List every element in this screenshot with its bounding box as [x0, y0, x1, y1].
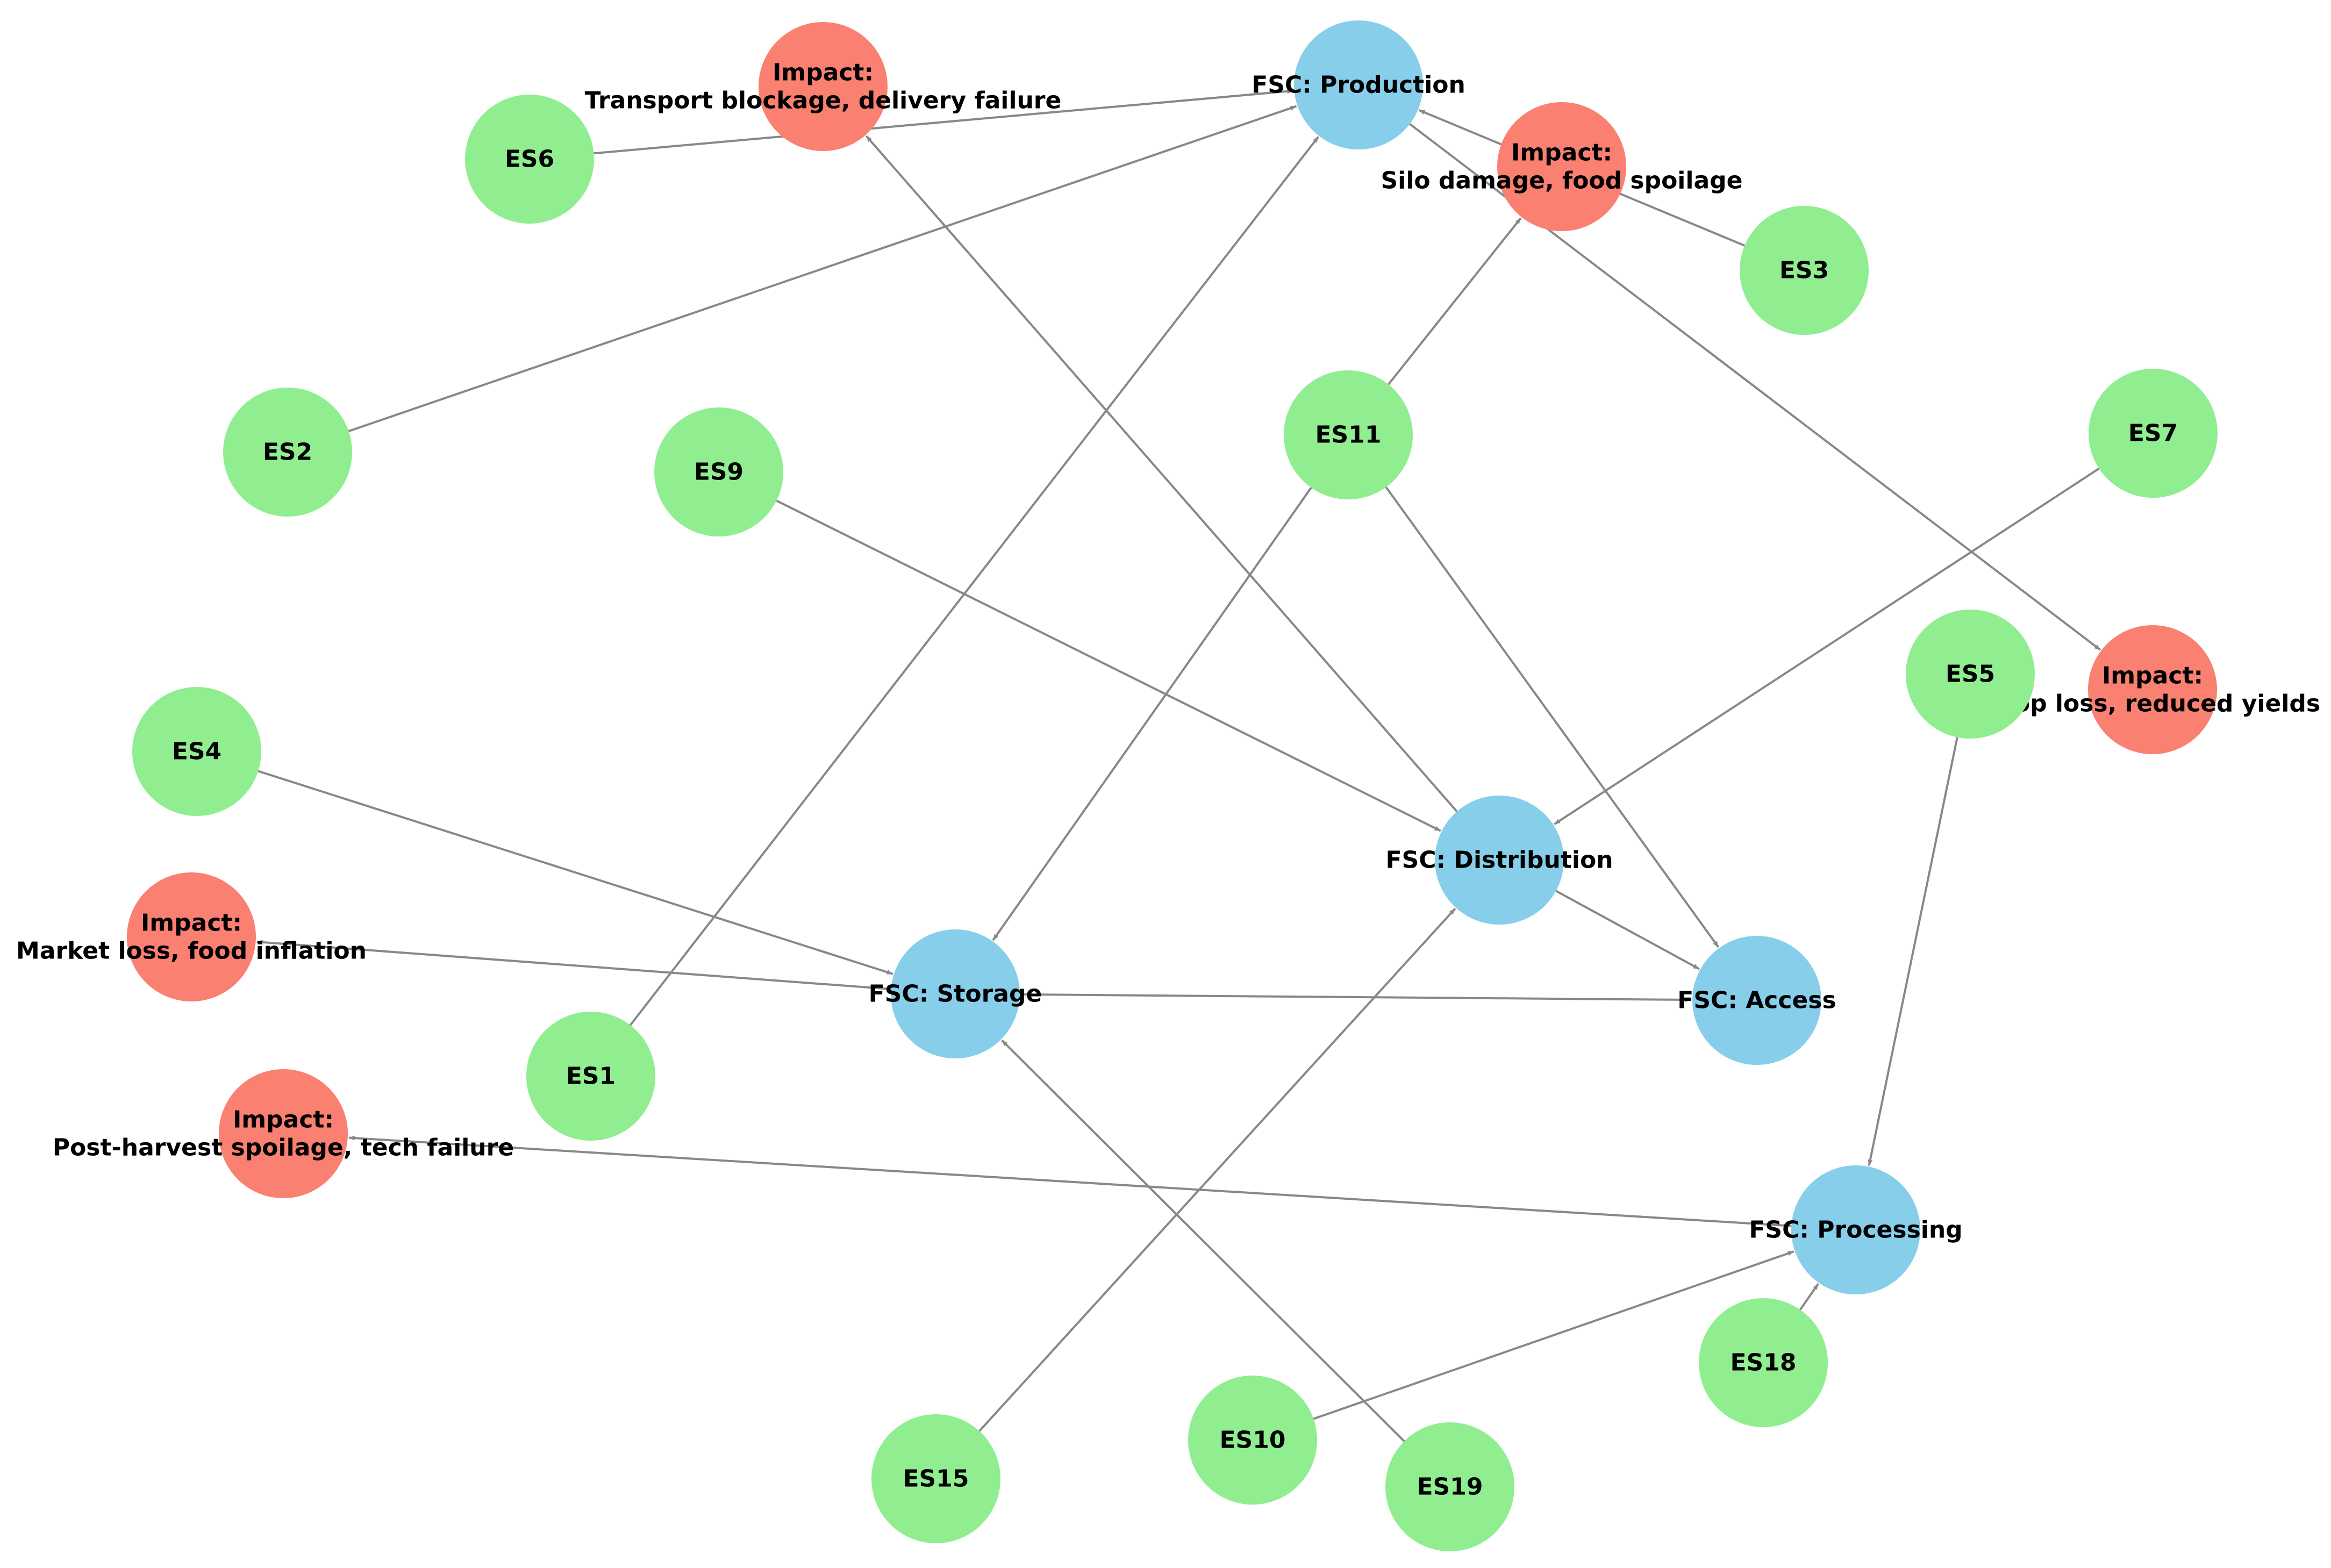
impact-node-circle — [759, 22, 888, 151]
node-label: ES3 — [1779, 257, 1829, 284]
edge-fsc_processing-to-imp_postharvest — [348, 1135, 1792, 1227]
edge-es11-to-fsc_access — [1385, 486, 1720, 948]
node-label: ES9 — [694, 459, 743, 486]
edge-es11-to-imp_silo — [1388, 217, 1522, 385]
node-label: ES19 — [1417, 1473, 1483, 1501]
node-label: ES4 — [172, 738, 221, 765]
node-label: Impact: — [1511, 139, 1612, 167]
node-es3: ES3 — [1740, 206, 1869, 335]
edge-es7-to-fsc_distribution — [1554, 467, 2100, 825]
edge-es2-to-fsc_production — [348, 105, 1297, 432]
edge-fsc_distribution-to-imp_transport — [865, 135, 1458, 812]
es-node-circle — [465, 95, 594, 224]
es-node-circle — [1740, 206, 1869, 335]
node-label: Post-harvest spoilage, tech failure — [53, 1134, 514, 1162]
edge-es11-to-fsc_storage — [992, 487, 1312, 941]
impact-node-circle — [1497, 102, 1626, 231]
node-label: FSC: Storage — [869, 980, 1042, 1008]
edges-layer — [256, 89, 2101, 1442]
fsc-node-circle — [891, 929, 1020, 1058]
es-node-circle — [1188, 1376, 1317, 1505]
fsc-node-circle — [1791, 1165, 1920, 1294]
node-imp_postharvest: Impact:Post-harvest spoilage, tech failu… — [53, 1069, 514, 1198]
edge-es1-to-fsc_production — [629, 136, 1319, 1026]
fsc-node-circle — [1294, 20, 1423, 149]
fsc-node-circle — [1692, 936, 1821, 1065]
es-node-circle — [132, 687, 261, 816]
node-es2: ES2 — [223, 388, 352, 517]
edge-fsc_storage-to-fsc_access — [1019, 993, 1692, 1003]
fsc-node-circle — [1435, 796, 1564, 925]
node-fsc_production: FSC: Production — [1252, 20, 1465, 149]
edge-es19-to-fsc_storage — [1000, 1039, 1405, 1442]
node-label: Impact: — [2102, 662, 2203, 690]
edge-fsc_storage-to-imp_market — [256, 940, 891, 991]
node-label: Market loss, food inflation — [16, 937, 367, 965]
edge-es15-to-fsc_distribution — [978, 907, 1456, 1432]
node-es15: ES15 — [871, 1414, 1000, 1543]
node-fsc_processing: FSC: Processing — [1749, 1165, 1963, 1294]
impact-node-circle — [127, 872, 256, 1001]
impact-node-circle — [219, 1069, 348, 1198]
node-es18: ES18 — [1699, 1298, 1828, 1427]
node-fsc_distribution: FSC: Distribution — [1385, 796, 1613, 925]
edge-fsc_distribution-to-fsc_access — [1555, 890, 1700, 970]
es-node-circle — [1385, 1422, 1514, 1551]
impact-node-circle — [2088, 625, 2217, 754]
node-label: Crop loss, reduced yields — [1985, 690, 2320, 718]
es-node-circle — [1699, 1298, 1828, 1427]
node-fsc_access: FSC: Access — [1677, 936, 1836, 1065]
node-label: ES6 — [505, 146, 554, 173]
es-node-circle — [223, 388, 352, 517]
node-label: Impact: — [141, 910, 242, 937]
node-imp_silo: Impact:Silo damage, food spoilage — [1381, 102, 1743, 231]
node-label: FSC: Access — [1677, 987, 1836, 1014]
node-imp_market: Impact:Market loss, food inflation — [16, 872, 367, 1001]
edge-es9-to-fsc_distribution — [776, 499, 1441, 832]
node-label: Impact: — [773, 59, 874, 87]
node-label: ES2 — [263, 439, 312, 466]
node-label: ES7 — [2128, 420, 2178, 447]
edge-es10-to-fsc_processing — [1313, 1250, 1794, 1420]
edge-es5-to-fsc_processing — [1868, 737, 1958, 1166]
node-label: ES11 — [1315, 421, 1382, 449]
node-label: FSC: Distribution — [1385, 847, 1613, 874]
edge-es4-to-fsc_storage — [258, 770, 893, 975]
node-es1: ES1 — [526, 1012, 655, 1141]
node-label: ES5 — [1946, 661, 1995, 688]
node-es7: ES7 — [2089, 369, 2218, 498]
es-node-circle — [654, 407, 783, 536]
edge-es6-to-fsc_production — [594, 89, 1293, 155]
node-imp_transport: Impact:Transport blockage, delivery fail… — [585, 22, 1062, 151]
node-es10: ES10 — [1188, 1376, 1317, 1505]
node-es6: ES6 — [465, 95, 594, 224]
node-label: Silo damage, food spoilage — [1381, 167, 1742, 195]
node-es19: ES19 — [1385, 1422, 1514, 1551]
node-es5: ES5 — [1906, 610, 2035, 739]
node-label: ES1 — [566, 1063, 616, 1090]
node-es9: ES9 — [654, 407, 783, 536]
node-imp_crop: Impact:Crop loss, reduced yields — [1985, 625, 2320, 754]
node-label: ES18 — [1731, 1349, 1797, 1377]
node-label: ES10 — [1220, 1427, 1286, 1454]
node-label: Transport blockage, delivery failure — [585, 87, 1062, 114]
node-label: ES15 — [903, 1465, 969, 1493]
es-node-circle — [1906, 610, 2035, 739]
es-node-circle — [2089, 369, 2218, 498]
node-es4: ES4 — [132, 687, 261, 816]
node-label: FSC: Production — [1252, 71, 1465, 99]
node-label: Impact: — [233, 1106, 334, 1134]
node-label: FSC: Processing — [1749, 1216, 1962, 1244]
edge-es18-to-fsc_processing — [1799, 1283, 1819, 1311]
es-node-circle — [526, 1012, 655, 1141]
node-fsc_storage: FSC: Storage — [869, 929, 1042, 1058]
node-es11: ES11 — [1284, 370, 1413, 499]
es-node-circle — [871, 1414, 1000, 1543]
es-node-circle — [1284, 370, 1413, 499]
